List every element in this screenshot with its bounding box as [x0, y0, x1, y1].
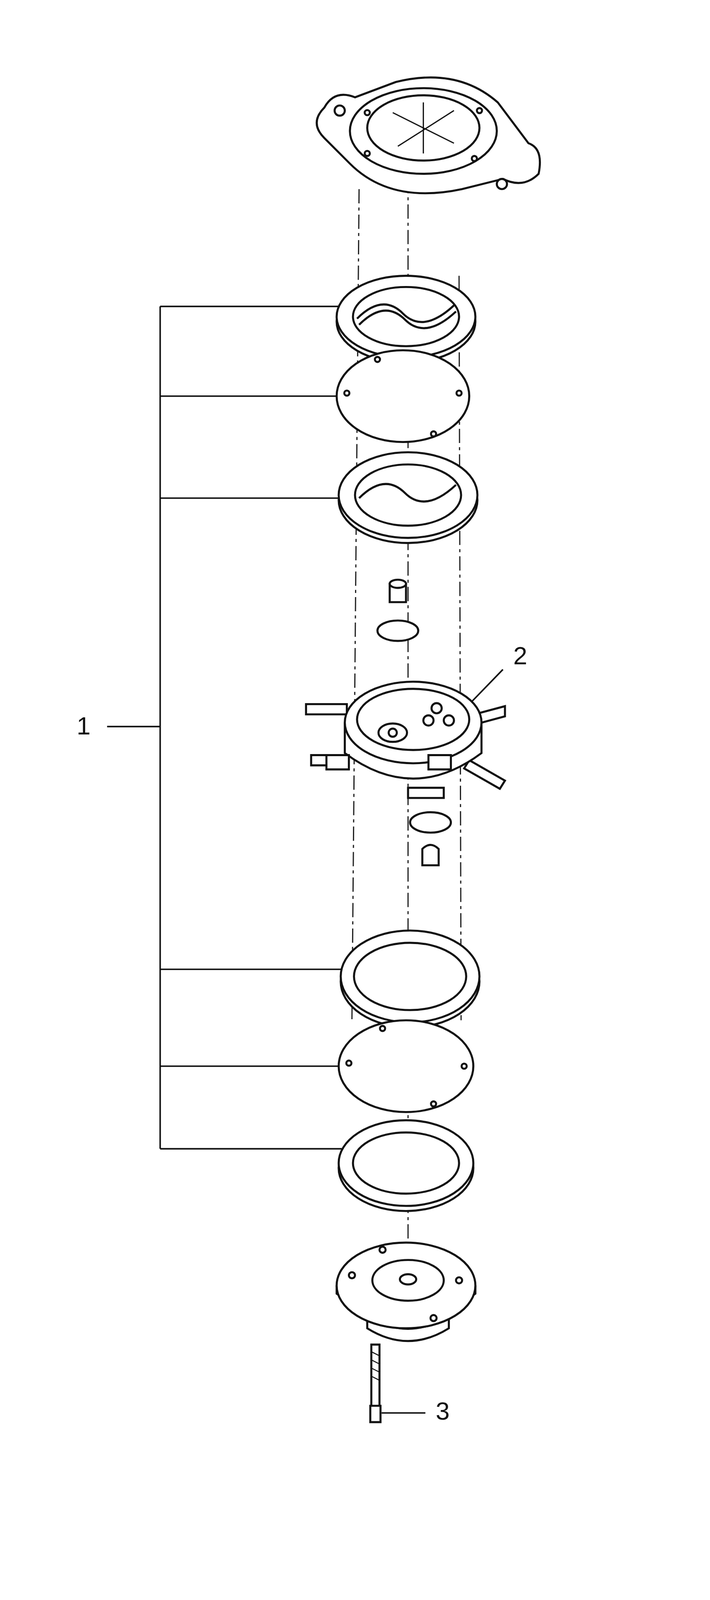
- callout-number: 3: [435, 1399, 450, 1425]
- callout-number: 1: [76, 713, 91, 739]
- callout-number: 2: [513, 643, 528, 669]
